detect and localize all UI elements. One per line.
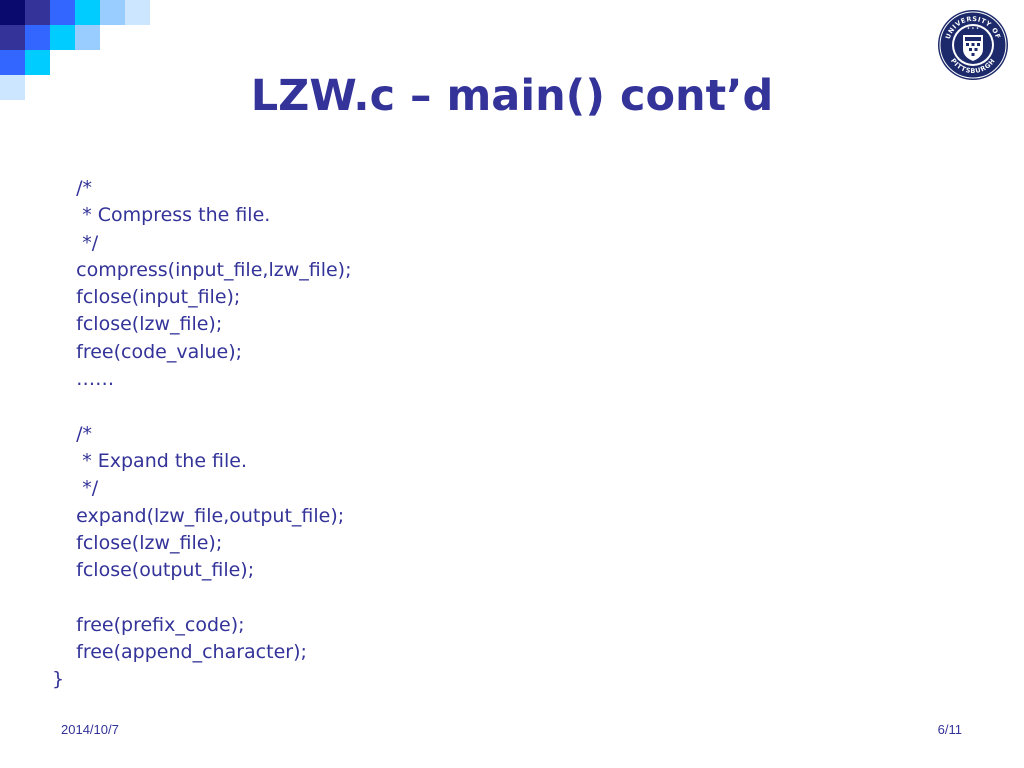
code-line: fclose(input_file);: [52, 286, 241, 309]
code-block: /* * Compress the file. */ compress(inpu…: [52, 175, 351, 694]
code-line: free(append_character);: [52, 641, 307, 664]
svg-text:✦ ✦ ✦: ✦ ✦ ✦: [967, 26, 980, 31]
code-line: * Expand the file.: [52, 449, 248, 472]
code-line: [52, 584, 351, 611]
page-number: 6/11: [937, 722, 962, 737]
code-line: */: [52, 477, 99, 500]
code-line: }: [52, 668, 65, 691]
university-seal-icon: UNIVERSITY OF PITTSBURGH ✦ ✦ ✦: [938, 10, 1008, 80]
code-line: fclose(lzw_file);: [52, 531, 223, 554]
slide-title: LZW.c – main() cont’d: [250, 71, 774, 121]
code-line: expand(lzw_file,output_file);: [52, 504, 345, 527]
code-line: free(code_value);: [52, 340, 243, 363]
code-line: fclose(output_file);: [52, 559, 255, 582]
code-line: /*: [52, 422, 93, 445]
code-line: * Compress the file.: [52, 204, 271, 227]
footer-date: 2014/10/7: [61, 722, 119, 737]
corner-decoration: [0, 0, 180, 110]
code-line: free(prefix_code);: [52, 613, 245, 636]
code-line: /*: [52, 177, 93, 199]
code-line: fclose(lzw_file);: [52, 313, 223, 336]
code-line: ……: [52, 368, 115, 391]
code-line: compress(input_file,lzw_file);: [52, 258, 352, 281]
code-line: */: [52, 231, 99, 254]
code-line: [52, 393, 351, 420]
